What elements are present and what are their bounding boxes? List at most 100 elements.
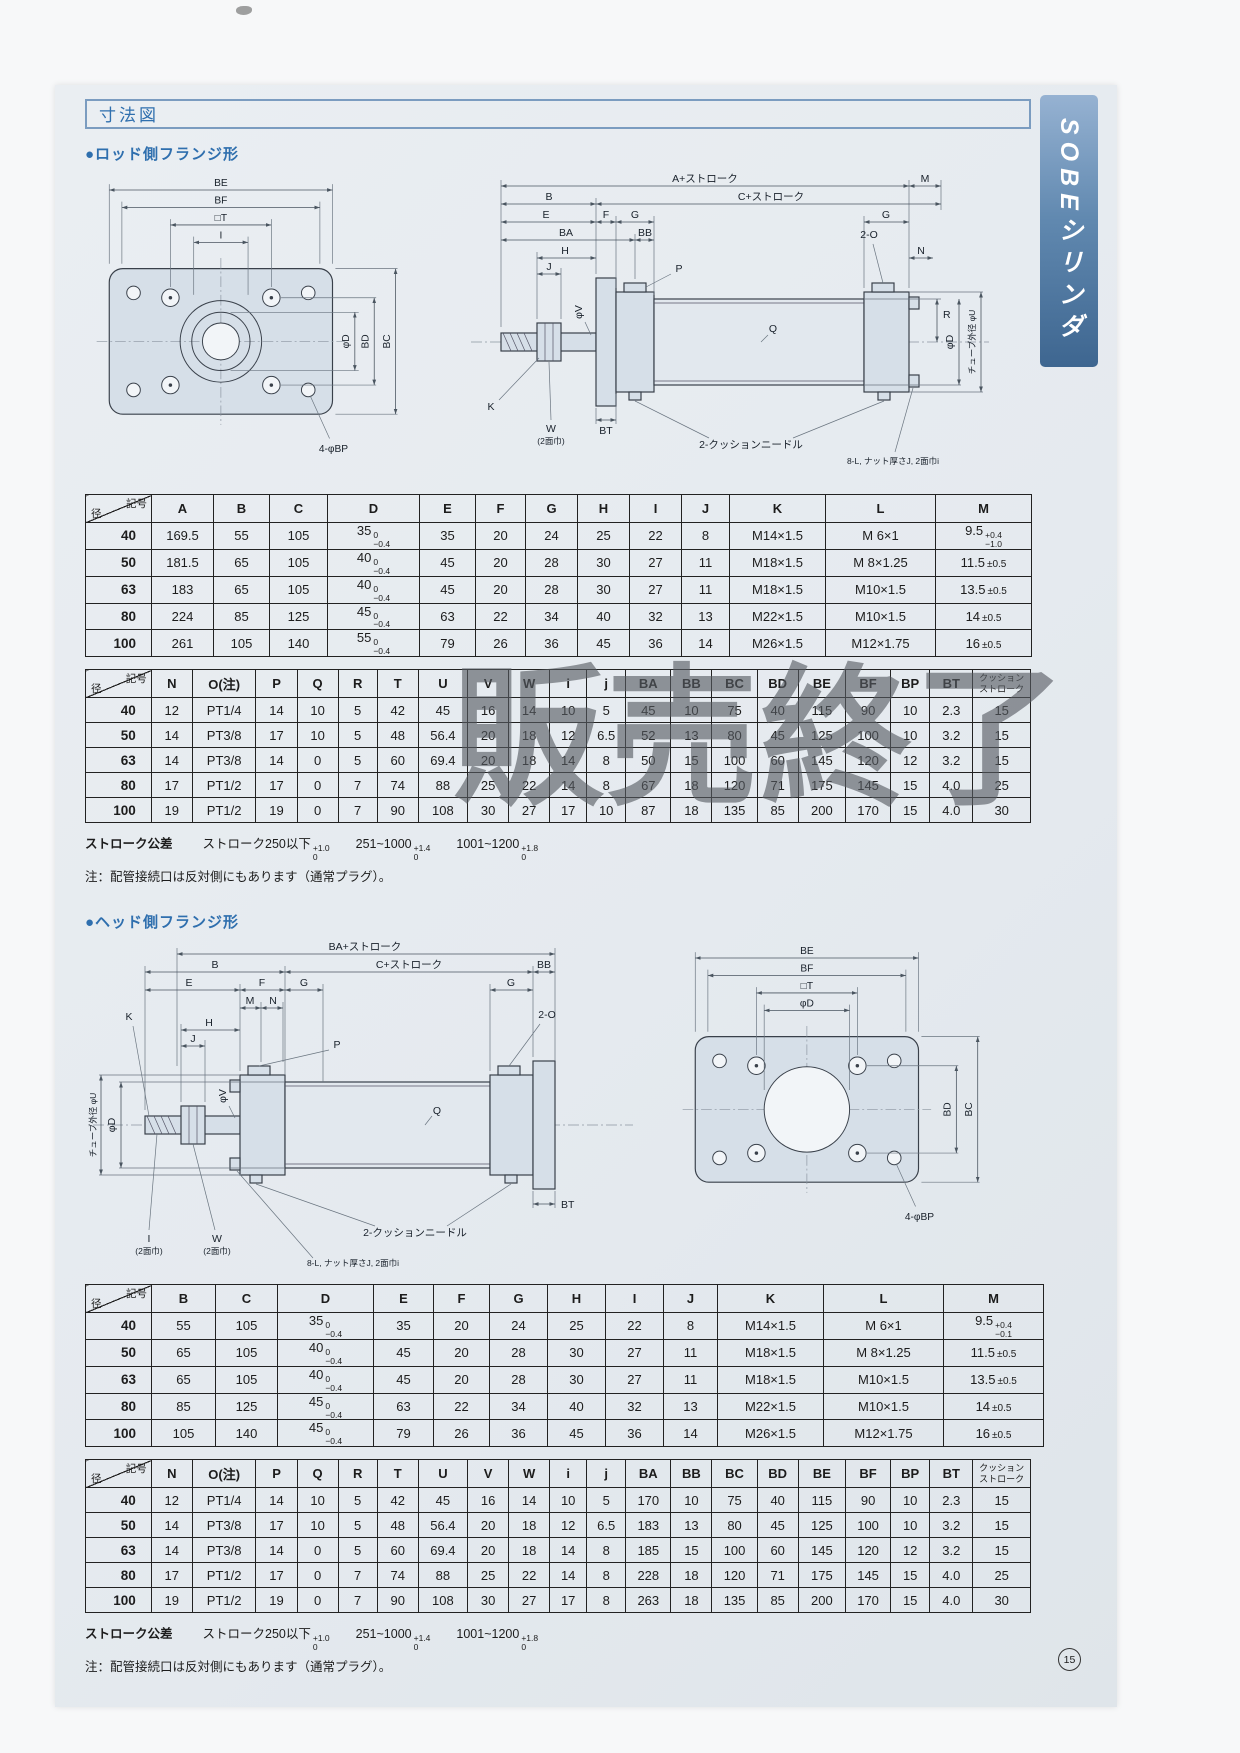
drawing-shape [167, 1115, 177, 1135]
dim-value: 19 [150, 797, 193, 824]
dim-value: 13 [670, 1512, 713, 1539]
dim-value: 10 [890, 1512, 931, 1539]
column-header: M [943, 1284, 1044, 1314]
dim-value: 120 [711, 1562, 758, 1589]
drawing-shape [309, 395, 330, 439]
dim-label: BA+ストローク [329, 941, 402, 953]
dim-value: 9.5+0.4−1.0 [935, 522, 1032, 550]
column-header: Q [296, 1459, 339, 1489]
column-header: O(注) [191, 1459, 257, 1489]
dim-value: 20 [433, 1338, 490, 1367]
dim-value: 100 [711, 747, 758, 774]
drawing-shape [255, 1183, 376, 1227]
dim-value: PT3/8 [191, 1512, 257, 1539]
bore-size: 63 [85, 575, 152, 604]
dim-value: 10 [670, 1487, 713, 1514]
dim-value: 0 [296, 1537, 339, 1564]
dim-value: 12 [890, 747, 931, 774]
dim-value: 108 [417, 1587, 469, 1614]
dim-value: 22 [629, 522, 682, 550]
drawing-shape [532, 1060, 556, 1190]
bore-size: 100 [85, 1419, 152, 1448]
dim-value: 45 [373, 1365, 434, 1394]
dim-value: 15 [972, 747, 1031, 774]
dim-label: BC [964, 1102, 975, 1116]
dim-value: 45 [625, 697, 672, 724]
dim-value: 25 [577, 522, 630, 550]
dim-label: 8-L, ナット厚さJ, 2面巾i [307, 1258, 399, 1268]
dim-value: 45 [756, 1512, 799, 1539]
dim-label: チューブ外径 φU [88, 1093, 98, 1158]
dim-value: 105 [151, 1419, 216, 1448]
column-header: D [277, 1284, 374, 1314]
dim-value: 7 [337, 1587, 378, 1614]
dim-value: M18×1.5 [729, 575, 826, 604]
column-header: BB [670, 669, 713, 699]
dim-value: 2.3 [929, 1487, 974, 1514]
dim-value: 5 [586, 1487, 627, 1514]
dim-value: 11 [663, 1365, 718, 1394]
dim-value: 12 [549, 1512, 588, 1539]
dim-value: 65 [151, 1338, 216, 1367]
dim-value: 12 [890, 1537, 931, 1564]
dim-value: 36 [525, 629, 578, 658]
dim-value: 105 [215, 1365, 278, 1394]
dim-value: 90 [844, 1487, 892, 1514]
dim-value: 74 [376, 772, 419, 799]
column-header: クッションストローク [972, 669, 1031, 699]
dim-value: 60 [756, 747, 799, 774]
column-header: i [549, 669, 588, 699]
drawing-shape [792, 400, 885, 439]
dim-value: 40 [756, 697, 799, 724]
column-header: V [467, 669, 510, 699]
drawing-shape [168, 295, 173, 300]
dim-label: J [546, 261, 551, 273]
dim-value: 30 [547, 1338, 606, 1367]
column-header: BT [929, 669, 974, 699]
tolerance-label: ストローク公差 [85, 1627, 173, 1642]
dim-value: 75 [711, 697, 758, 724]
dim-value: 24 [525, 522, 578, 550]
dim-value: 16 [467, 1487, 510, 1514]
dim-label: φD [106, 1117, 118, 1132]
head-flange-front-drawing: BE BF □T φD BD BC 4 [682, 946, 980, 1223]
dim-value: 135 [711, 797, 758, 824]
dim-value: 60 [756, 1537, 799, 1564]
dim-value: 15 [972, 697, 1031, 724]
drawing-shape [258, 1049, 330, 1067]
piping-note: 注：配管接続口は反対側にもあります（通常プラグ）。 [85, 870, 392, 885]
dim-value: 18 [670, 1562, 713, 1589]
column-header: L [825, 494, 936, 523]
dim-label: (2面巾) [537, 436, 565, 446]
drawing-shape [908, 296, 920, 310]
page-number: 15 [1058, 1648, 1081, 1671]
bore-size: 80 [85, 772, 152, 799]
dim-label: H [205, 1017, 213, 1029]
dim-value: 20 [467, 1537, 510, 1564]
dim-value: 17 [255, 722, 298, 749]
dim-value: 100 [844, 1512, 892, 1539]
dim-value: 3.2 [929, 1512, 974, 1539]
dim-value: 181.5 [151, 548, 214, 577]
dim-value: 15 [972, 1487, 1031, 1514]
drawing-shape [300, 285, 316, 301]
column-header: BA [625, 1459, 672, 1489]
dim-label: I [219, 231, 222, 242]
drawing-shape [148, 1134, 158, 1231]
drawing-shape [269, 295, 274, 300]
dim-value: 7 [337, 797, 378, 824]
drawing-shape [754, 1064, 759, 1068]
dim-value: 120 [711, 772, 758, 799]
dim-label: □T [215, 213, 227, 224]
dim-value: 22 [605, 1312, 664, 1340]
dim-value: 17 [255, 772, 298, 799]
dim-value: 145 [797, 1537, 846, 1564]
dim-value: 15 [670, 747, 713, 774]
bore-size: 50 [85, 548, 152, 577]
dim-value: 60 [376, 747, 419, 774]
column-header: D [327, 494, 420, 523]
bore-size: 63 [85, 1537, 152, 1564]
column-header: E [419, 494, 476, 523]
